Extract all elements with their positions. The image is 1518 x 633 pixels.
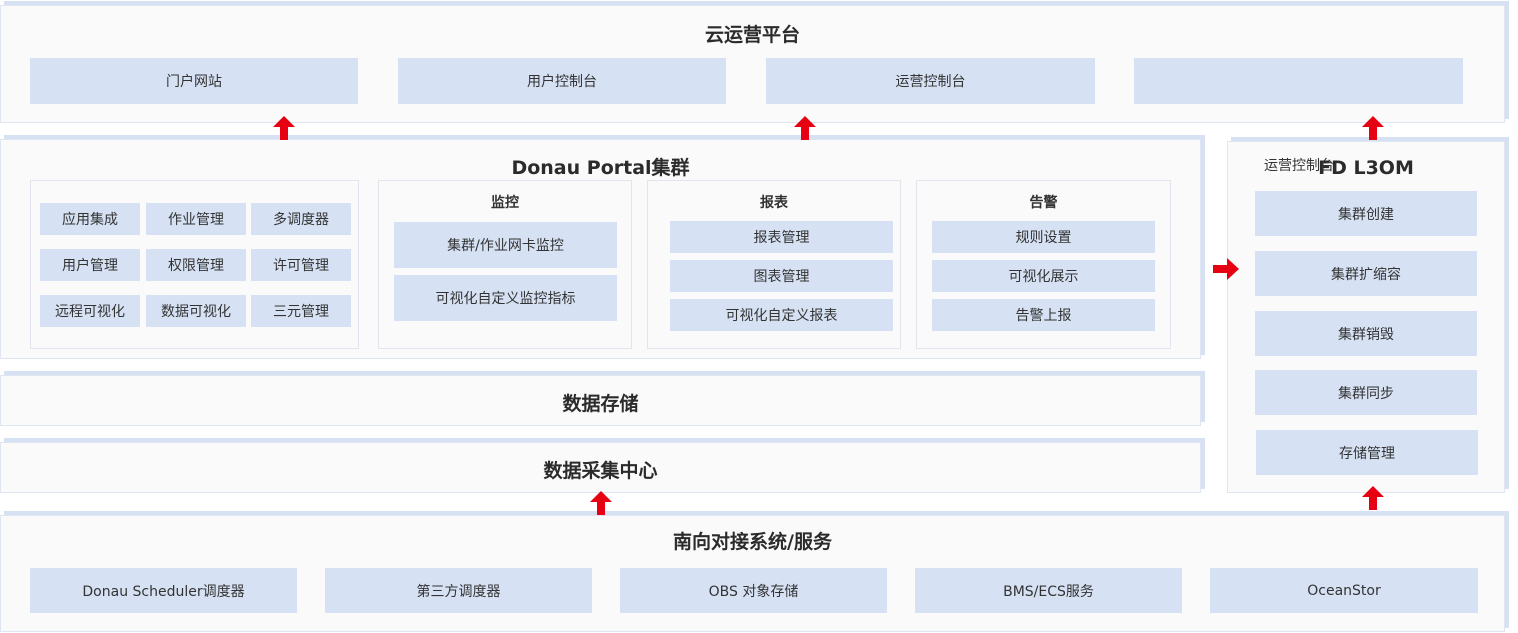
portal-cluster-title: Donau Portal集群 (511, 157, 690, 179)
monitor-title: 监控 (491, 195, 519, 211)
feature-ternary-management: 三元管理 (251, 295, 351, 327)
cloud-item-blank (1134, 58, 1463, 104)
south-item-bms-ecs: BMS/ECS服务 (915, 568, 1182, 613)
cloud-item-portal: 门户网站 (30, 58, 358, 104)
cloud-platform-title: 云运营平台 (704, 24, 800, 46)
southbound-title: 南向对接系统/服务 (673, 531, 832, 553)
feature-data-visualization: 数据可视化 (146, 295, 246, 327)
arrow-up-icon (794, 116, 816, 140)
fd-overlay-label: 运营控制台 (1264, 158, 1334, 174)
report-item-chart-management: 图表管理 (670, 260, 893, 292)
fd-item-cluster-create: 集群创建 (1255, 191, 1477, 236)
monitor-item-nic: 集群/作业网卡监控 (394, 222, 617, 268)
feature-job-management: 作业管理 (146, 203, 246, 235)
arrow-up-icon (590, 491, 612, 515)
feature-remote-visualization: 远程可视化 (40, 295, 140, 327)
report-item-custom-report: 可视化自定义报表 (670, 299, 893, 331)
arrow-up-icon (1362, 486, 1384, 510)
feature-multi-scheduler: 多调度器 (251, 203, 351, 235)
arrow-right-icon (1213, 258, 1239, 280)
alarm-item-visual-display: 可视化展示 (932, 260, 1155, 292)
cloud-item-ops-console: 运营控制台 (766, 58, 1095, 104)
feature-app-integration: 应用集成 (40, 203, 140, 235)
feature-permission-management: 权限管理 (146, 249, 246, 281)
data-collection-panel: 数据采集中心 (0, 442, 1201, 493)
south-item-oceanstor: OceanStor (1210, 568, 1478, 613)
cloud-item-user-console: 用户控制台 (398, 58, 726, 104)
data-storage-panel: 数据存储 (0, 375, 1201, 426)
south-item-third-party-scheduler: 第三方调度器 (325, 568, 592, 613)
south-item-donau-scheduler: Donau Scheduler调度器 (30, 568, 297, 613)
arrow-up-icon (273, 116, 295, 140)
report-title: 报表 (760, 195, 788, 211)
data-collection-title: 数据采集中心 (543, 460, 658, 482)
fd-l3om-title: FD L3OM (1318, 157, 1414, 179)
alarm-item-report: 告警上报 (932, 299, 1155, 331)
alarm-title: 告警 (1029, 195, 1058, 211)
fd-item-cluster-sync: 集群同步 (1255, 370, 1477, 415)
south-item-obs-storage: OBS 对象存储 (620, 568, 887, 613)
data-storage-title: 数据存储 (562, 393, 639, 415)
fd-item-cluster-scale: 集群扩缩容 (1255, 251, 1477, 296)
arrow-up-icon (1362, 116, 1384, 140)
alarm-item-rules: 规则设置 (932, 221, 1155, 253)
fd-item-storage-management: 存储管理 (1256, 430, 1478, 475)
fd-item-cluster-destroy: 集群销毁 (1255, 311, 1477, 356)
feature-license-management: 许可管理 (251, 249, 351, 281)
monitor-item-custom-metrics: 可视化自定义监控指标 (394, 275, 617, 321)
report-item-management: 报表管理 (670, 221, 893, 253)
feature-user-management: 用户管理 (40, 249, 140, 281)
